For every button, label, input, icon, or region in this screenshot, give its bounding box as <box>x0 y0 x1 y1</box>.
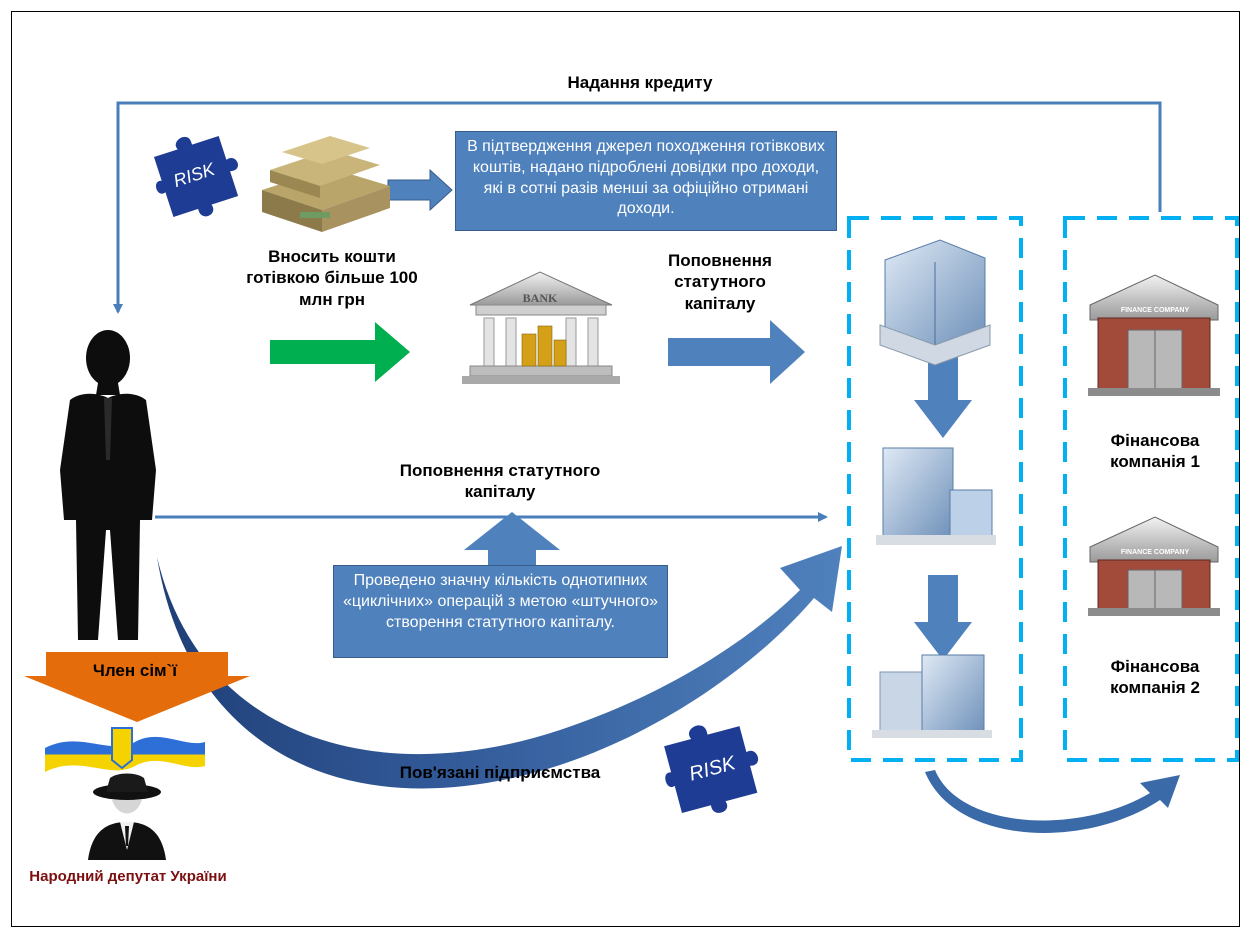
capital-top-label: Поповнення статутного капіталу <box>668 251 772 313</box>
bank-sign: BANK <box>523 291 558 305</box>
finance-company-icon <box>1088 516 1220 616</box>
capital-middle-label: Поповнення статутного капіталу <box>399 461 601 502</box>
finance-company-sign: FINANCE COMPANY <box>1121 307 1190 314</box>
puzzle-risk-icon <box>664 725 759 813</box>
credit-line <box>113 101 1162 314</box>
office-building-icon <box>872 654 992 738</box>
finance-company-icon <box>1088 274 1220 396</box>
capital-arrow-top <box>668 320 805 384</box>
family-member-label: Член сім`ї <box>92 661 178 680</box>
office-building-icon <box>879 239 991 366</box>
money-note-arrow <box>387 168 453 212</box>
family-banner <box>24 652 250 722</box>
cyclic-operations-note: Проведено значну кількість однотипних «ц… <box>333 565 668 658</box>
cash-deposit-label: Вносить кошти готівкою більше 100 млн гр… <box>246 247 418 309</box>
up-arrow <box>464 512 560 565</box>
diagram-frame <box>11 11 1240 927</box>
bottom-curve-arrow <box>925 770 1180 833</box>
down-arrow-2 <box>914 575 972 660</box>
money-stack-icon <box>262 136 390 232</box>
person-silhouette-icon <box>60 330 156 640</box>
mp-label: Народний депутат України <box>29 868 227 885</box>
spy-icon <box>88 773 166 860</box>
finance-company-1-label: Фінансова компанія 1 <box>1110 431 1200 472</box>
related-enterprises-label: Пов'язані підприємства <box>399 763 601 782</box>
office-building-icon <box>876 447 996 545</box>
puzzle-risk-icon <box>153 136 239 217</box>
credit-label: Надання кредиту <box>567 73 713 92</box>
bank-building-icon <box>462 271 620 384</box>
finance-company-2-label: Фінансова компанія 2 <box>1110 657 1200 698</box>
finance-company-sign: FINANCE COMPANY <box>1121 549 1190 556</box>
down-arrow-1 <box>914 352 972 438</box>
finance-group <box>1063 216 1239 762</box>
green-arrow <box>270 322 410 382</box>
curved-arrow <box>157 546 842 789</box>
ukraine-flag-icon <box>45 727 205 772</box>
enterprises-group <box>847 216 1023 762</box>
income-certificates-note: В підтвердження джерел походження готівк… <box>455 131 837 231</box>
